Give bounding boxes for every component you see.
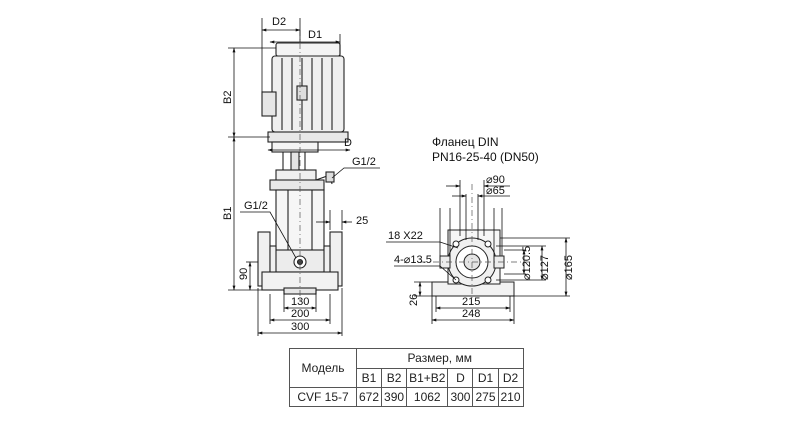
dim-d-label: D [344, 137, 352, 149]
flange-top-view [420, 184, 530, 300]
model-cell: CVF 15-7 [289, 387, 357, 407]
value-cell: 672 [355, 387, 383, 407]
front-dimensions [228, 18, 380, 336]
front-dimension-labels: D2 D1 B2 D G1/2 B1 G1/2 90 130 200 300 2… [222, 16, 376, 333]
dim-90-label: 90 [238, 268, 250, 280]
column-header: B1+B2 [406, 367, 449, 388]
dim-d120-label: ⌀120.5 [521, 246, 533, 280]
dim-215-label: 215 [462, 296, 480, 308]
dim-130-label: 130 [291, 296, 309, 308]
flange-dimensions [386, 180, 570, 324]
value-cell: 300 [447, 387, 474, 407]
dim-g12-right-label: G1/2 [352, 156, 376, 168]
dimensions-table: Модель Размер, мм B1 B2 B1+B2 D D1 D2 CV… [289, 348, 524, 407]
dim-200-label: 200 [291, 308, 309, 320]
dim-d65-label: ⌀65 [486, 185, 505, 197]
column-header: B2 [381, 367, 408, 388]
dim-300-label: 300 [291, 321, 309, 333]
column-header: B1 [355, 367, 383, 388]
value-cell: 390 [381, 387, 408, 407]
flange-labels: Фланец DIN PN16-25-40 (DN50) ⌀90 ⌀65 18 … [388, 135, 575, 320]
model-header: Модель [289, 348, 357, 388]
dim-d127-label: ⌀127 [539, 255, 551, 280]
column-header: D2 [497, 367, 524, 388]
table-row: CVF 15-7 672 390 1062 300 275 210 [289, 387, 524, 407]
dim-bolts-label: 18 X22 [388, 230, 423, 242]
dim-b2-label: B2 [222, 91, 234, 104]
dim-d1-label: D1 [308, 29, 322, 41]
table-header-row: Модель Размер, мм [289, 348, 524, 388]
motor [261, 42, 349, 185]
dim-d2-label: D2 [272, 16, 286, 28]
pump-front-view [257, 30, 349, 300]
flange-title-line1: Фланец DIN [432, 135, 499, 149]
flange-title-line2: PN16-25-40 (DN50) [432, 150, 539, 164]
table-columns-row: B1 B2 B1+B2 D D1 D2 [290, 367, 524, 388]
value-cell: 1062 [406, 387, 449, 407]
dim-248-label: 248 [462, 308, 480, 320]
dim-holes-label: 4-⌀13.5 [394, 254, 432, 266]
value-cell: 275 [472, 387, 499, 407]
dim-b1-label: B1 [222, 207, 234, 220]
dim-d90-label: ⌀90 [486, 174, 505, 186]
column-header: D1 [472, 367, 499, 388]
dim-25-label: 25 [356, 215, 368, 227]
dim-d165-label: ⌀165 [563, 255, 575, 280]
dim-26-label: 26 [408, 294, 420, 306]
value-cell: 210 [497, 387, 524, 407]
column-header: D [447, 367, 474, 388]
dim-g12-left-label: G1/2 [244, 200, 268, 212]
size-header: Размер, мм [356, 348, 524, 369]
